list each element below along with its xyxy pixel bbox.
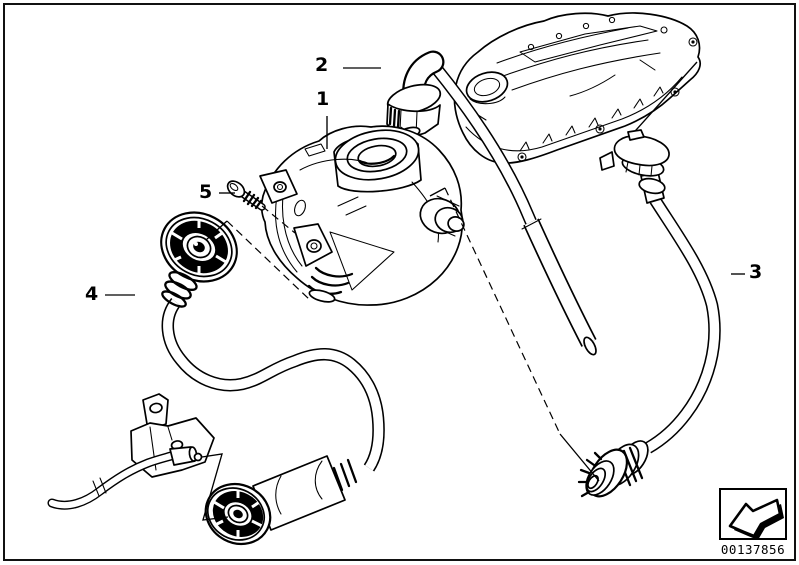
hose4-top-fitting bbox=[160, 211, 238, 308]
elbow-connector-drawing bbox=[386, 50, 445, 147]
cylinder-head-cover-drawing bbox=[453, 12, 701, 164]
vent-hose-2-drawing bbox=[431, 64, 597, 356]
part-label-1[interactable]: 1 bbox=[316, 88, 330, 110]
part-label-4[interactable]: 4 bbox=[85, 283, 99, 305]
stamp-doc-number: 00137856 bbox=[720, 542, 786, 557]
hose3-bottom-connector bbox=[577, 440, 649, 498]
label-leader-lines bbox=[105, 67, 745, 296]
part-label-5[interactable]: 5 bbox=[199, 181, 213, 203]
vent-hose-3-drawing bbox=[577, 129, 721, 498]
pressure-valve-drawing bbox=[259, 125, 465, 306]
hose4-bottom-connector bbox=[204, 455, 346, 546]
small-pipe-drawing bbox=[47, 446, 203, 510]
vent-hose-4-drawing bbox=[160, 211, 385, 546]
stamp-box bbox=[719, 488, 787, 540]
part-label-2[interactable]: 2 bbox=[315, 54, 329, 76]
hose3-top-connector bbox=[599, 129, 670, 204]
page-border bbox=[3, 3, 796, 561]
part-label-3[interactable]: 3 bbox=[749, 261, 763, 283]
assembly-leader-lines bbox=[201, 187, 600, 521]
direction-arrow-icon bbox=[728, 498, 784, 540]
leader-cover-to-hose3 bbox=[627, 61, 698, 140]
